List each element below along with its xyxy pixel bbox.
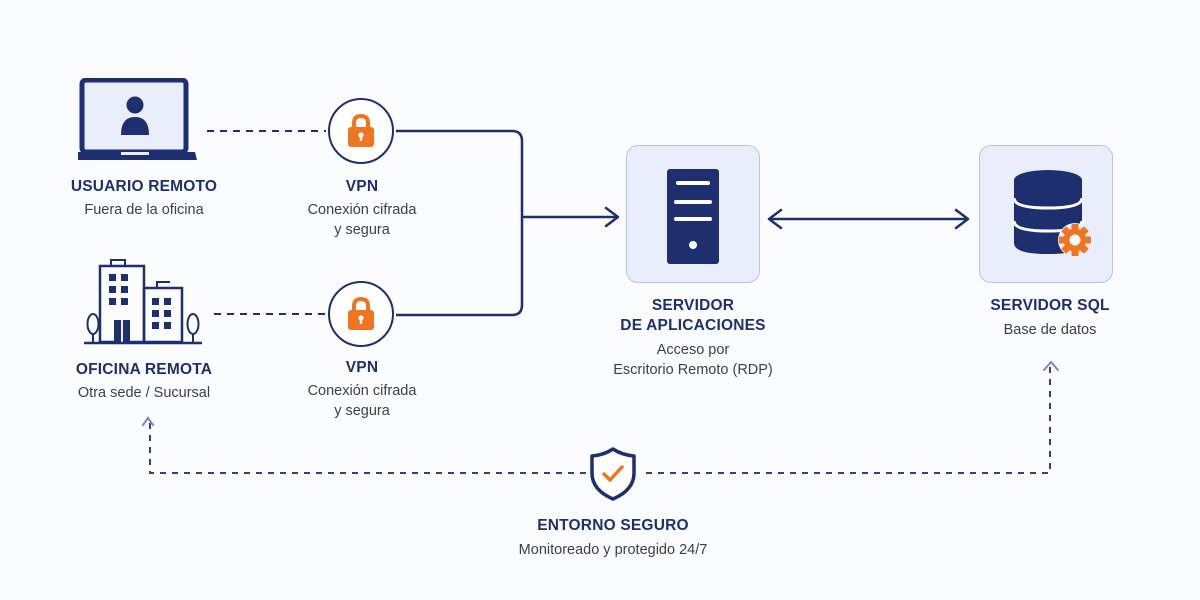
arrowhead-right (954, 208, 970, 230)
gear-icon (1058, 223, 1092, 257)
server-tower-icon (667, 169, 719, 264)
edge-vpn-bottom-app-server (396, 217, 524, 317)
app-server-subtitle-line1: Acceso por (656, 342, 730, 358)
vpn-bottom-subtitle-line2: y segura (334, 403, 390, 419)
arrowhead-sql (1043, 360, 1059, 371)
secure-env-subtitle: Monitoreado y protegido 24/7 (518, 542, 708, 558)
arrowhead-app-server (604, 206, 620, 228)
arrowhead-left (767, 208, 783, 230)
remote-user-subtitle: Fuera de la oficina (84, 202, 204, 218)
remote-office-subtitle: Otra sede / Sucursal (77, 385, 211, 401)
node-sql-server: SERVIDOR SQL Base de datos (950, 296, 1150, 340)
app-server-title-line1: SERVIDOR (651, 297, 735, 314)
padlock-icon (348, 296, 374, 330)
shield-check-icon (590, 447, 636, 501)
node-app-server: SERVIDOR DE APLICACIONES Acceso por Escr… (593, 296, 793, 380)
app-server-box (626, 145, 760, 283)
sql-server-title: SERVIDOR SQL (990, 297, 1110, 314)
vpn-top-subtitle-line2: y segura (334, 222, 390, 238)
padlock-icon (348, 113, 374, 147)
vpn-top-title: VPN (345, 178, 379, 195)
edge-vpn-top-app-server (396, 129, 524, 217)
node-remote-office: OFICINA REMOTA Otra sede / Sucursal (44, 360, 244, 403)
vpn-top-subtitle-line1: Conexión cifrada (307, 202, 417, 218)
node-secure-env: ENTORNO SEGURO Monitoreado y protegido 2… (463, 516, 763, 560)
vpn-bottom-subtitle-line1: Conexión cifrada (307, 383, 417, 399)
sql-server-subtitle: Base de datos (1003, 322, 1097, 338)
node-vpn-top: VPN Conexión cifrada y segura (280, 177, 444, 240)
secure-env-title: ENTORNO SEGURO (537, 517, 689, 534)
node-remote-user: USUARIO REMOTO Fuera de la oficina (44, 177, 244, 220)
sql-server-box (979, 145, 1113, 283)
app-server-title-line2: DE APLICACIONES (620, 317, 766, 334)
remote-office-title: OFICINA REMOTA (75, 361, 213, 378)
edge-secure-env-office (149, 418, 586, 474)
app-server-subtitle-line2: Escritorio Remoto (RDP) (613, 362, 773, 378)
database-gear-icon (1012, 170, 1092, 257)
edge-secure-env-sql (646, 364, 1051, 474)
arrowhead-office (142, 416, 154, 426)
vpn-bottom-title: VPN (345, 359, 379, 376)
remote-user-title: USUARIO REMOTO (70, 178, 218, 195)
office-building-icon (84, 259, 202, 345)
vpn-bottom-badge (328, 281, 394, 347)
node-vpn-bottom: VPN Conexión cifrada y segura (280, 358, 444, 421)
laptop-user-icon (78, 78, 197, 160)
vpn-top-badge (328, 98, 394, 164)
